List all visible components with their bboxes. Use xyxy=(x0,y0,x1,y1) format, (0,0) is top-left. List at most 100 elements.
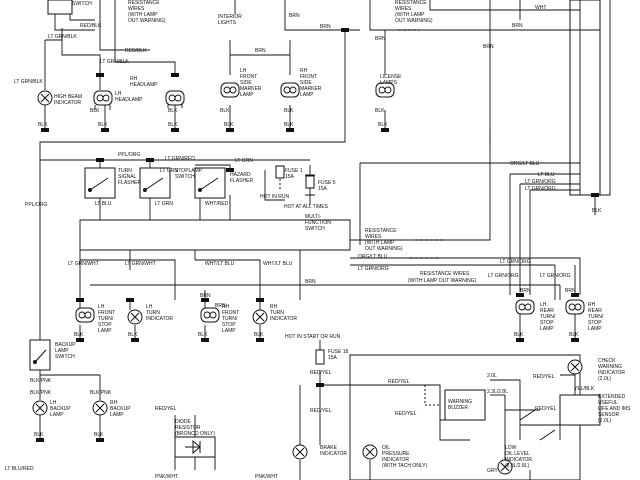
red-yel-label: RED/YEL xyxy=(388,379,410,385)
backup-switch-label: BACKUP xyxy=(55,342,76,348)
license-label: LICENSE xyxy=(380,74,402,80)
check-warning-indicator-lamp xyxy=(567,359,583,375)
lt-grn-org-label: LT GRN/ORG xyxy=(525,186,556,192)
rh-front-turn-label: LAMP xyxy=(222,328,236,334)
lh-rear-turn-label: STOP xyxy=(540,320,554,326)
red-yel-label: RED/YEL xyxy=(395,411,417,417)
backup-switch-label: SWITCH xyxy=(55,354,75,360)
low-oil-label: OIL LEVEL xyxy=(505,451,530,457)
lt-grn-org-label: LT GRN/ORG xyxy=(488,273,519,279)
lh-front-marker-label: LAMP xyxy=(240,92,254,98)
red-yel-label: RED/YEL xyxy=(535,406,557,412)
wht-red-label: WHT/RED xyxy=(205,201,229,207)
rh-rear-turn-label: RH xyxy=(588,302,596,308)
lh-front-turn-lamp xyxy=(75,307,95,323)
brn-label: BRN xyxy=(375,36,386,42)
rh-front-marker-label: SIDE xyxy=(300,80,312,86)
stoplamp-label: SWITCH xyxy=(175,174,195,180)
lh-front-turn-label: TURN/ xyxy=(98,316,114,322)
res-top-label: (WITH LAMP xyxy=(128,12,158,18)
blk-label: BLK xyxy=(378,122,388,128)
hazard-label: FLASHER xyxy=(230,178,253,184)
lh-front-marker-label: SIDE xyxy=(240,80,252,86)
engine-20-label: 2.0L xyxy=(487,373,497,379)
brn-label: BRN xyxy=(565,288,576,294)
blk-pnk-label: BLK/PNK xyxy=(30,378,52,384)
blk-pnk-label: BLK/PNK xyxy=(30,390,52,396)
rh-front-marker-label: LAMP xyxy=(300,92,314,98)
oil-label: OIL xyxy=(382,445,390,451)
extended-sensor-label: EXTENDED xyxy=(598,394,626,400)
rh-turn-ind-label: RH xyxy=(270,304,278,310)
check-warning-label: CHECK xyxy=(598,358,616,364)
lh-backup-lamp xyxy=(32,400,48,416)
brake-label: BRAKE xyxy=(320,445,338,451)
blk-label: BLK xyxy=(94,432,104,438)
lt-blu-label: LT BLU xyxy=(95,201,112,207)
lh-front-turn-label: FRONT xyxy=(98,310,115,316)
fuse-1-label: 15A xyxy=(285,174,295,180)
lh-turn-ind-label: INDICATOR xyxy=(146,316,173,322)
blk-label: BLK xyxy=(198,332,208,338)
brn-label: BRN xyxy=(512,23,523,29)
extended-sensor-label: USEFUL xyxy=(598,400,618,406)
fuse-5-label: FUSE 5 xyxy=(318,180,336,186)
fuses xyxy=(275,165,325,365)
fuse-5-label: 15A xyxy=(318,186,328,192)
brake-indicator-lamp xyxy=(292,444,308,460)
hazard-label: HAZARD xyxy=(230,172,251,178)
fuse-18-label: 15A xyxy=(328,355,338,361)
org-lt-blu-label: ORG/LT BLU xyxy=(510,161,540,167)
lh-front-marker-lamp xyxy=(220,82,240,98)
lh-rear-turn-label: REAR xyxy=(540,308,554,314)
blk-label: BLK xyxy=(168,108,178,114)
diode-label: (BRONCO ONLY) xyxy=(175,431,215,437)
res-mid-label: RESISTANCE xyxy=(395,0,427,6)
blk-label: BLK xyxy=(98,122,108,128)
rh-front-turn-label: RH xyxy=(222,304,230,310)
fuse-1 xyxy=(275,165,285,179)
pnk-wht-label: PNK/WHT xyxy=(255,474,278,480)
rh-turn-indicator-lamp xyxy=(252,309,268,325)
low-oil-label: (2.3L/2.8L) xyxy=(505,463,530,469)
ppl-org-label: PPL/ORG xyxy=(118,152,140,158)
interior-label: INTERIOR xyxy=(218,14,242,20)
brn-label: BRN xyxy=(320,24,331,30)
resistance-wire-marks xyxy=(398,29,445,259)
lh-front-turn-label: LAMP xyxy=(98,328,112,334)
rh-rear-turn-lamp xyxy=(565,299,585,315)
blk-label: BLK xyxy=(34,432,44,438)
blk-label: BLK xyxy=(284,108,294,114)
res-low-label: WIRES xyxy=(365,234,382,240)
rh-backup-lamp xyxy=(92,400,108,416)
red-blk-label: RED/BLK xyxy=(80,23,102,29)
rh-turn-ind-label: INDICATOR xyxy=(270,316,297,322)
res-low-label: (WITH LAMP xyxy=(365,240,395,246)
res-low-label: OUT WARNING) xyxy=(365,246,403,252)
turn-signal-flasher-box xyxy=(84,167,116,199)
extended-sensor-label: (2.0L) xyxy=(598,418,611,424)
wht-lt-blu-label: WHT/LT BLU xyxy=(205,261,235,267)
wht-lt-blu-label: WHT/LT BLU xyxy=(263,261,293,267)
lh-front-turn-label: LH xyxy=(98,304,105,310)
brn-label: BRN xyxy=(215,303,226,309)
lt-grn-wht-label: LT GRN/WHT xyxy=(68,261,99,267)
high-beam-label: INDICATOR xyxy=(54,100,81,106)
multi-function-label: FUNCTION xyxy=(305,220,331,226)
multi-function-label: SWITCH xyxy=(305,226,325,232)
turn-signal-label: SIGNAL xyxy=(118,174,137,180)
blk-label: BLK xyxy=(514,332,524,338)
brn-label: BRN xyxy=(200,293,211,299)
lh-turn-ind-label: TURN xyxy=(146,310,160,316)
lh-backup-label: LH xyxy=(50,400,57,406)
lt-grn-label: LT GRN xyxy=(155,201,173,207)
low-oil-label: INDICATOR xyxy=(505,457,532,463)
red-blk-label: RED/BLK xyxy=(125,48,147,54)
rh-headlamp-label: RH xyxy=(130,76,138,82)
warning-buzzer-label: WARNING xyxy=(448,399,472,405)
fuse-5 xyxy=(305,175,315,189)
turn-signal-label: TURN xyxy=(118,168,132,174)
extended-sensor-label: SENSOR xyxy=(598,412,620,418)
high-beam-label: HIGH BEAM xyxy=(54,94,82,100)
rh-front-turn-label: TURN/ xyxy=(222,316,238,322)
